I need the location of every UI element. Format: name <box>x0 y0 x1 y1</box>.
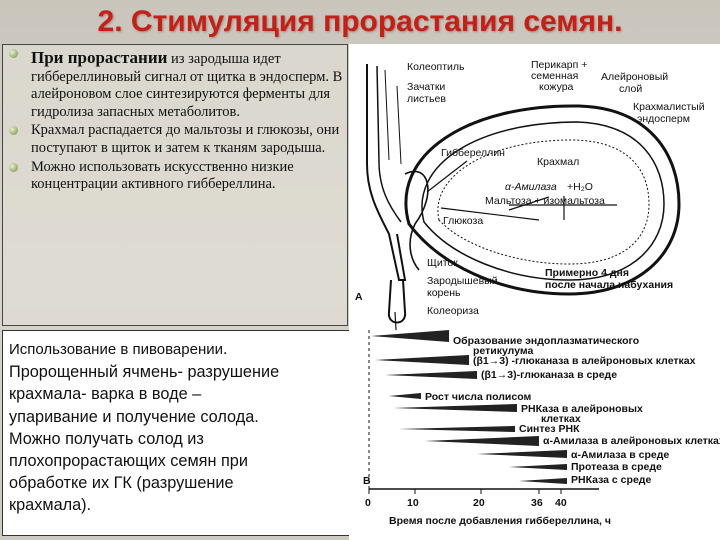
bullet-item: При прорастании из зародыша идет гиббере… <box>3 45 347 121</box>
timeline-label: (β1→3)-глюканаза в среде <box>481 369 617 381</box>
label-seed-coat-2: кожура <box>539 81 574 93</box>
label-aleurone-2: слой <box>619 83 642 95</box>
axis-label: Время после добавления гиббереллина, ч <box>389 515 611 527</box>
usage-line: Пророщенный ячмень- разрушение <box>9 361 352 383</box>
label-h2o: +H₂O <box>567 181 593 193</box>
usage-heading: Использование в пивоварении <box>9 341 223 358</box>
tick-label: 0 <box>365 497 371 509</box>
timeline-label: Синтез РНК <box>519 423 580 435</box>
usage-heading-line: Использование в пивоварении. <box>9 338 352 361</box>
bullet-icon <box>9 49 18 58</box>
seed-germination-figure: Колеоптиль Зачатки листьев Перикарп + се… <box>349 44 720 540</box>
timeline-wedge <box>375 355 469 365</box>
usage-line: упаривание и получение солода. <box>9 406 352 428</box>
usage-line: крахмала- варка в воде – <box>9 383 352 405</box>
label-gibberellin: Гиббереллин <box>441 147 505 159</box>
label-days-2: после начала набухания <box>545 279 673 291</box>
timeline-label: α-Амилаза в среде <box>571 449 669 461</box>
panel-a-label: A <box>355 291 363 303</box>
bullet-text: Крахмал распадается до мальтозы и глюкоз… <box>31 122 339 156</box>
bullet-icon <box>9 126 18 135</box>
label-starch: Крахмал <box>537 156 579 168</box>
timeline-wedge <box>389 393 421 399</box>
brewing-usage-box: Использование в пивоварении. Пророщенный… <box>2 330 359 536</box>
label-coleorhiza: Колеориза <box>427 305 479 317</box>
bullet-text: Можно использовать искусственно низкие к… <box>31 159 294 193</box>
tick-label: 10 <box>407 497 419 509</box>
text-panel: При прорастании из зародыша идет гиббере… <box>2 44 348 326</box>
timeline-label: Рост числа полисом <box>425 391 531 403</box>
timeline-wedge <box>477 450 567 458</box>
label-radicle: Зародышевый <box>427 275 498 287</box>
label-aleurone: Алейроновый <box>601 71 668 83</box>
label-glucose: Глюкоза <box>443 215 483 227</box>
timeline-label: Протеаза в среде <box>571 461 662 473</box>
figure-svg: Колеоптиль Зачатки листьев Перикарп + се… <box>349 44 720 540</box>
timeline-wedge <box>399 426 515 432</box>
timeline-wedge <box>425 436 539 446</box>
label-leaf-primordia: Зачатки <box>407 81 445 93</box>
timeline-label: α-Амилаза в алейроновых клетках <box>543 435 720 447</box>
timeline-wedge <box>509 464 567 470</box>
label-starchy-endosperm: Крахмалистый <box>633 101 705 113</box>
timeline-wedge <box>371 330 449 342</box>
usage-line: крахмала). <box>9 494 352 516</box>
usage-line: обработке их ГК (разрушение <box>9 472 352 494</box>
label-alpha-amylase: α-Амилаза <box>505 181 557 193</box>
tick-label: 40 <box>555 497 567 509</box>
bullet-item: Крахмал распадается до мальтозы и глюкоз… <box>3 122 347 157</box>
timeline-label: (β1→3) -глюканаза в алейроновых клетках <box>473 355 696 367</box>
usage-line: Можно получать солод из <box>9 428 352 450</box>
timeline-chart: Образование эндоплазматическогоретикулум… <box>371 330 720 486</box>
label-radicle-2: корень <box>427 287 461 299</box>
slide-title: 2. Стимуляция прорастания семян. <box>0 2 720 42</box>
label-maltose: Мальтоза + изомальтоза <box>485 195 605 207</box>
timeline-wedge <box>385 371 477 379</box>
panel-b-label: B <box>363 475 371 487</box>
timeline-wedge <box>393 404 517 412</box>
label-coleoptile: Колеоптиль <box>407 61 465 73</box>
timeline-label: РНКаза в алейроновых <box>521 403 643 415</box>
label-days: Примерно 4 дня <box>545 267 629 279</box>
label-scutellum: Щиток <box>427 257 458 269</box>
tick-label: 36 <box>531 497 543 509</box>
bullet-icon <box>9 163 18 172</box>
bullet-lead: При прорастании <box>31 48 167 67</box>
usage-line: плохопрорастающих семян при <box>9 450 352 472</box>
timeline-label: РНКаза с среде <box>571 474 651 486</box>
label-leaf-primordia-2: листьев <box>407 93 446 105</box>
tick-label: 20 <box>473 497 485 509</box>
label-starchy-endosperm-2: эндосперм <box>637 113 690 125</box>
timeline-wedge <box>519 478 567 484</box>
bullet-item: Можно использовать искусственно низкие к… <box>3 159 347 194</box>
usage-heading-suffix: . <box>223 340 228 358</box>
